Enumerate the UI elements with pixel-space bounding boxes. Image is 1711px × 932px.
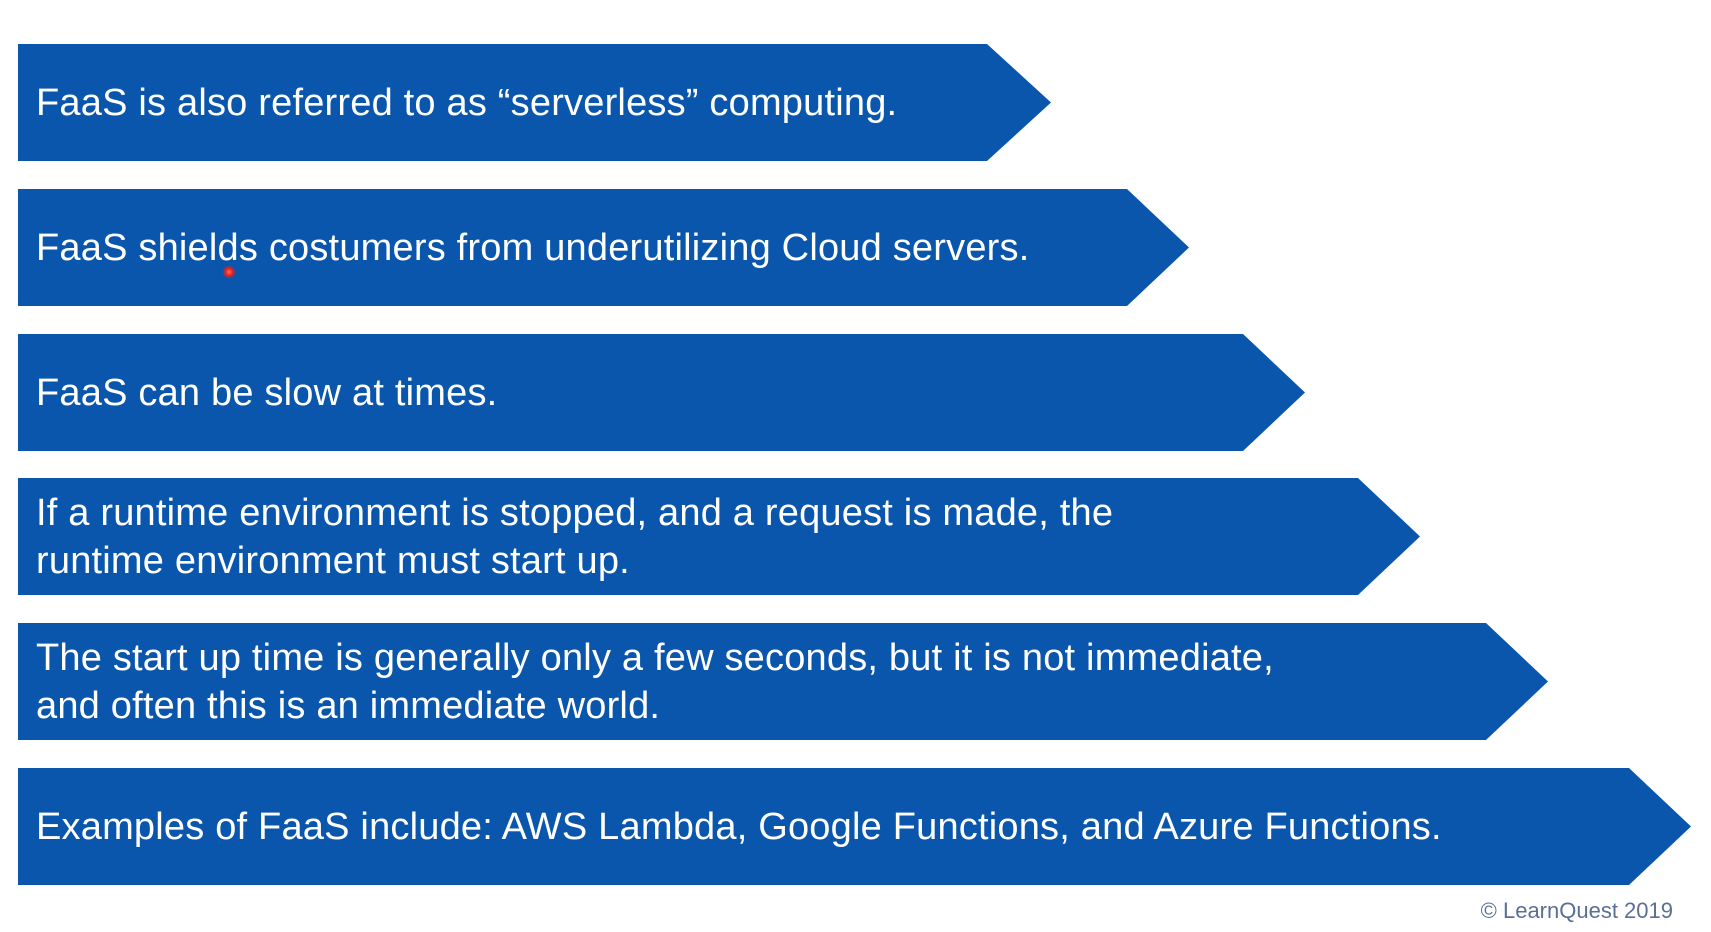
bullet-text-2: FaaS shields costumers from underutilizi… (36, 226, 1030, 269)
bullet-text-6: Examples of FaaS include: AWS Lambda, Go… (36, 805, 1442, 848)
bullet-text-3: FaaS can be slow at times. (36, 371, 498, 414)
bullet-text-1: FaaS is also referred to as “serverless”… (36, 81, 898, 124)
laser-pointer-icon (223, 266, 235, 278)
bullet-arrow-6: Examples of FaaS include: AWS Lambda, Go… (18, 768, 1691, 885)
bullet-text-5: The start up time is generally only a fe… (36, 636, 1274, 727)
bullet-arrow-2: FaaS shields costumers from underutilizi… (18, 189, 1189, 306)
bullet-arrow-1: FaaS is also referred to as “serverless”… (18, 44, 1051, 161)
copyright-notice: © LearnQuest 2019 (1480, 898, 1673, 923)
bullet-arrow-5: The start up time is generally only a fe… (18, 623, 1548, 740)
bullet-arrow-4: If a runtime environment is stopped, and… (18, 478, 1420, 595)
bullet-arrow-3: FaaS can be slow at times. (18, 334, 1305, 451)
bullet-text-4: If a runtime environment is stopped, and… (36, 491, 1114, 582)
